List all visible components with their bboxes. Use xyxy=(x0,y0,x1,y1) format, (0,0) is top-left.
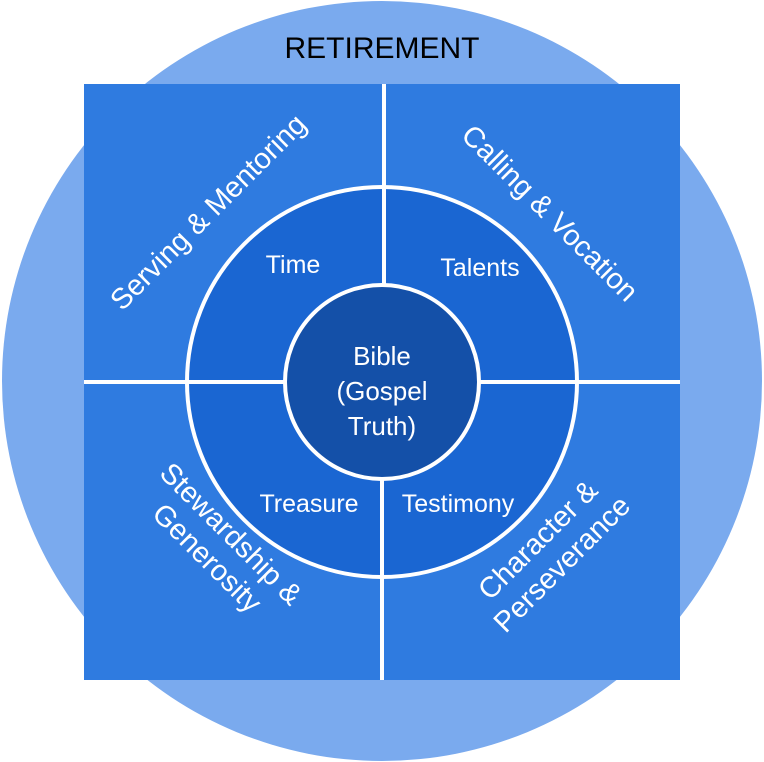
center-label-line1: Bible xyxy=(353,341,411,371)
inner-label-treasure: Treasure xyxy=(259,490,358,518)
inner-label-talents: Talents xyxy=(440,254,519,282)
inner-label-time: Time xyxy=(266,251,321,279)
center-circle xyxy=(283,283,481,481)
center-label-line3: Truth) xyxy=(348,411,416,441)
inner-label-testimony: Testimony xyxy=(402,490,515,518)
center-label-line2: (Gospel xyxy=(336,376,427,406)
diagram-title: RETIREMENT xyxy=(285,32,480,65)
